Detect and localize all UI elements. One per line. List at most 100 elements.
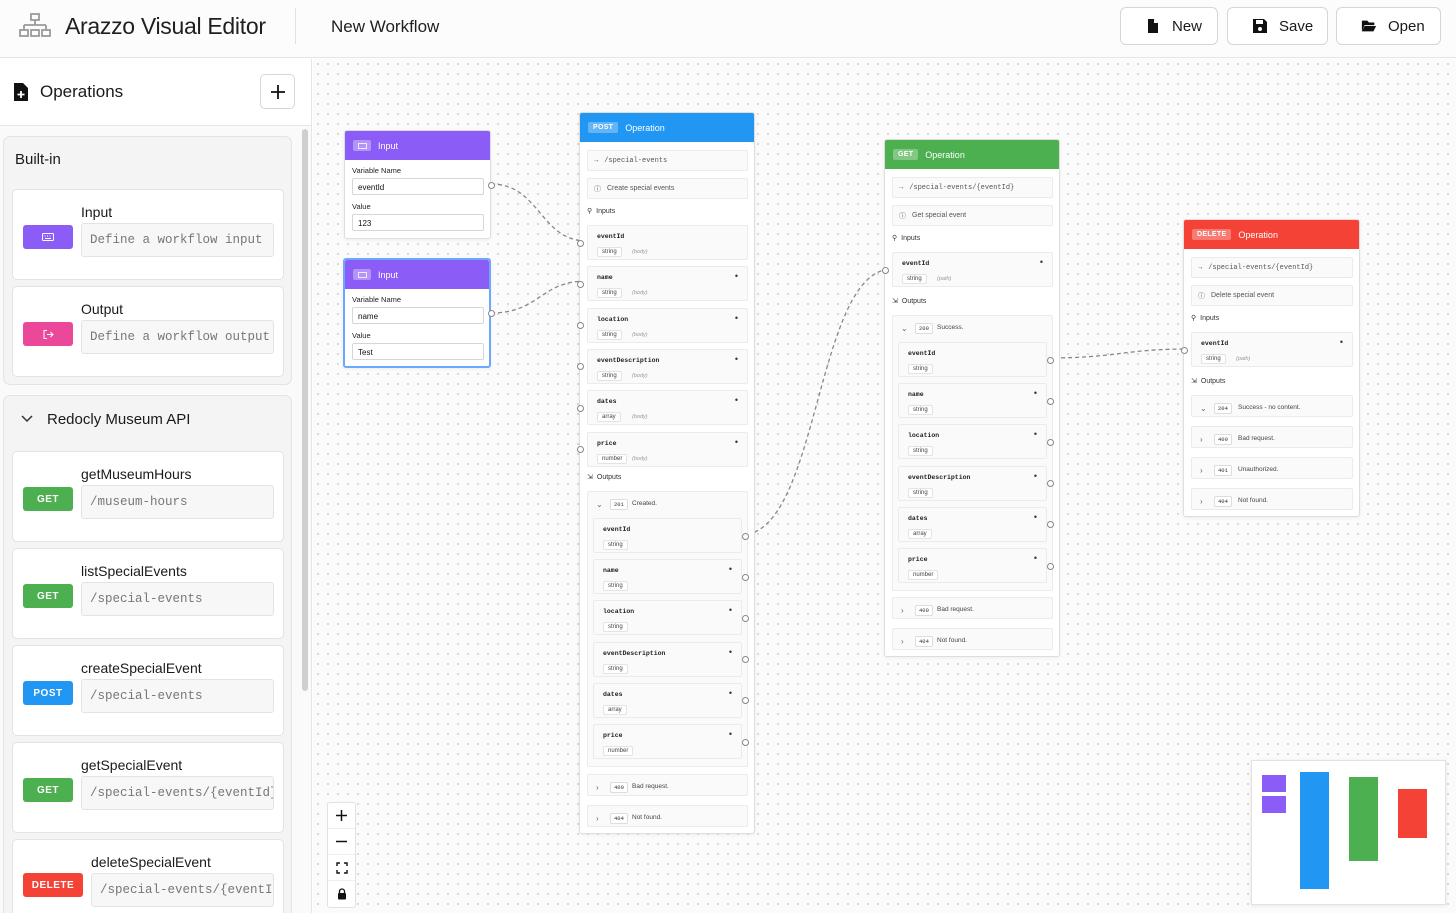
sidebar-scrollbar[interactable] xyxy=(302,129,308,691)
operation-node-delete[interactable]: DELETE Operation →/special-events/{event… xyxy=(1181,219,1360,517)
field-type: string xyxy=(1201,354,1226,364)
chevron-right-icon[interactable]: › xyxy=(596,783,599,792)
open-button[interactable]: Open xyxy=(1336,7,1441,45)
input-node-name[interactable]: Input Variable Name name Value Test xyxy=(343,258,495,368)
workflow-name[interactable]: New Workflow xyxy=(331,17,440,36)
chevron-right-icon[interactable]: › xyxy=(901,637,904,646)
output-port[interactable] xyxy=(1047,397,1054,405)
chevron-down-icon[interactable]: ⌄ xyxy=(901,324,908,333)
chevron-down-icon[interactable]: ⌄ xyxy=(1200,404,1207,413)
chevron-right-icon[interactable]: › xyxy=(1200,497,1203,506)
input-port[interactable] xyxy=(577,280,584,288)
output-port[interactable] xyxy=(742,738,749,746)
field-type: string xyxy=(908,405,933,416)
operation-node-get[interactable]: GET Operation →/special-events/{eventId}… xyxy=(882,139,1060,657)
output-port[interactable] xyxy=(488,310,495,317)
output-port[interactable] xyxy=(1047,438,1054,446)
save-button[interactable]: Save xyxy=(1227,7,1328,45)
field-type: string xyxy=(597,329,622,340)
api-group: Redocly Museum API GET getMuseumHours /m… xyxy=(3,395,292,913)
output-port[interactable] xyxy=(1047,562,1054,570)
output-port[interactable] xyxy=(488,182,495,189)
required-indicator: • xyxy=(1039,257,1043,267)
output-port[interactable] xyxy=(742,656,749,664)
field-name: name xyxy=(603,567,619,575)
chevron-right-icon[interactable]: › xyxy=(1200,435,1203,444)
status-text: Unauthorized. xyxy=(1238,466,1279,473)
var-name-input[interactable]: name xyxy=(352,307,484,324)
new-button[interactable]: New xyxy=(1120,7,1218,45)
value-input[interactable]: 123 xyxy=(352,214,484,231)
operation-item[interactable]: GET getSpecialEvent /special-events/{eve… xyxy=(12,742,284,833)
lock-button[interactable] xyxy=(328,881,355,907)
output-port[interactable] xyxy=(742,697,749,705)
required-indicator: • xyxy=(1339,337,1343,347)
zoom-out-button[interactable] xyxy=(328,829,355,855)
var-name-input[interactable]: eventId xyxy=(352,178,484,195)
response-400[interactable]: › 400 Bad request. xyxy=(587,774,748,796)
field-name: eventDescription xyxy=(603,649,666,657)
fit-view-button[interactable] xyxy=(328,855,355,881)
output-port[interactable] xyxy=(742,614,749,622)
response-404[interactable]: › 404 Not found. xyxy=(892,628,1053,650)
input-port[interactable] xyxy=(577,239,584,247)
chevron-right-icon[interactable]: › xyxy=(901,606,904,615)
chevron-right-icon[interactable]: › xyxy=(596,814,599,823)
output-port[interactable] xyxy=(742,532,749,540)
operation-item[interactable]: GET listSpecialEvents /special-events xyxy=(12,548,284,639)
input-port[interactable] xyxy=(882,266,889,274)
response-400[interactable]: › 400 Bad request. xyxy=(892,597,1053,619)
operation-item[interactable]: DELETE deleteSpecialEvent /special-event… xyxy=(12,839,284,913)
value-input[interactable]: Test xyxy=(352,343,484,360)
input-port[interactable] xyxy=(577,446,584,453)
input-port[interactable] xyxy=(577,363,584,371)
input-port[interactable] xyxy=(1181,346,1188,354)
builtin-item-output[interactable]: Output Define a workflow output xyxy=(12,286,284,377)
add-operation-button[interactable] xyxy=(260,74,295,109)
status-text: Created. xyxy=(632,500,657,507)
input-node-eventid[interactable]: Input Variable Name eventId Value 123 xyxy=(344,130,495,239)
operation-item[interactable]: GET getMuseumHours /museum-hours xyxy=(12,451,284,542)
output-port[interactable] xyxy=(1047,480,1054,488)
input-port[interactable] xyxy=(577,404,584,412)
input-port[interactable] xyxy=(577,322,584,330)
chevron-down-icon[interactable]: ⌄ xyxy=(596,500,603,509)
response-404[interactable]: › 404 Not found. xyxy=(587,805,748,827)
file-icon xyxy=(1148,19,1158,33)
output-port[interactable] xyxy=(1047,356,1054,364)
output-port[interactable] xyxy=(1047,521,1054,529)
required-indicator: • xyxy=(1033,429,1037,440)
chevron-right-icon[interactable]: › xyxy=(1200,466,1203,475)
operation-item[interactable]: POST createSpecialEvent /special-events xyxy=(12,645,284,736)
zoom-in-button[interactable] xyxy=(328,803,355,829)
minimap[interactable] xyxy=(1251,760,1446,905)
chevron-down-icon[interactable] xyxy=(21,415,33,423)
output-port[interactable] xyxy=(742,573,749,581)
builtin-item-input[interactable]: Input Define a workflow input xyxy=(12,189,284,280)
